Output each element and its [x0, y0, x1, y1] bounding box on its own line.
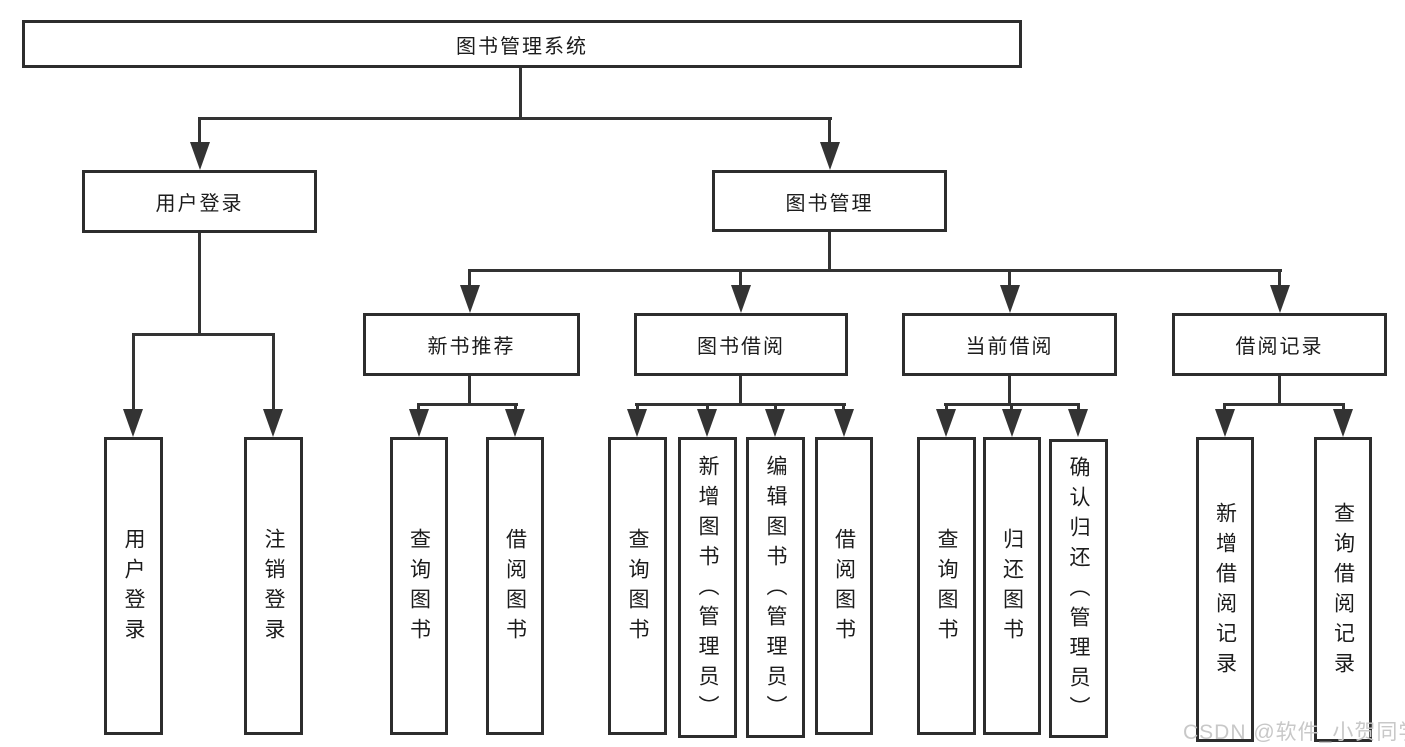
- node-label: 归还图书: [1000, 528, 1024, 648]
- node-label: 编辑图书（管理员）: [764, 454, 787, 725]
- node-borrowing-records: 借阅记录: [1172, 313, 1387, 376]
- node-label: 新增借阅记录: [1213, 501, 1237, 682]
- connector-line: [514, 403, 517, 413]
- node-new-book-recommendation: 新书推荐: [363, 313, 580, 376]
- node-label: 用户登录: [155, 193, 244, 215]
- node-label: 借阅图书: [503, 528, 527, 648]
- node-label: 借阅记录: [1235, 336, 1324, 358]
- leaf-borrow-books-borrow: 借阅图书: [815, 437, 873, 735]
- node-label: 借阅图书: [832, 528, 856, 648]
- node-library-management-system: 图书管理系统: [22, 20, 1022, 68]
- connector-line: [519, 68, 522, 119]
- connector-line: [842, 403, 845, 413]
- connector-line: [468, 269, 1282, 272]
- arrow-down-icon: [505, 409, 525, 437]
- connector-line: [1010, 403, 1013, 413]
- leaf-query-books-newbook: 查询图书: [390, 437, 448, 735]
- connector-line: [1077, 403, 1080, 413]
- arrow-down-icon: [834, 409, 854, 437]
- leaf-user-login: 用户登录: [104, 437, 163, 735]
- arrow-down-icon: [460, 285, 480, 313]
- connector-line: [1223, 403, 1345, 406]
- node-label: 当前借阅: [965, 336, 1054, 358]
- leaf-logout: 注销登录: [244, 437, 303, 735]
- arrow-down-icon: [820, 142, 840, 170]
- connector-line: [198, 117, 832, 120]
- connector-line: [739, 269, 742, 288]
- connector-line: [272, 333, 275, 412]
- connector-line: [1223, 403, 1226, 413]
- connector-line: [774, 403, 777, 413]
- node-book-management: 图书管理: [712, 170, 947, 232]
- csdn-watermark: CSDN @软件_小贺同学: [1183, 721, 1405, 744]
- node-label: 查询图书: [626, 528, 649, 648]
- connector-line: [1008, 269, 1011, 288]
- arrow-down-icon: [1000, 285, 1020, 313]
- node-user-login: 用户登录: [82, 170, 317, 233]
- arrow-down-icon: [123, 409, 143, 437]
- arrow-down-icon: [263, 409, 283, 437]
- node-label: 新书推荐: [427, 336, 516, 358]
- leaf-edit-books-admin: 编辑图书（管理员）: [746, 437, 805, 738]
- leaf-confirm-return-admin: 确认归还（管理员）: [1049, 439, 1108, 738]
- node-current-borrowing: 当前借阅: [902, 313, 1117, 376]
- connector-line: [635, 403, 846, 406]
- connector-line: [132, 333, 275, 336]
- node-label: 注销登录: [262, 528, 285, 648]
- arrow-down-icon: [697, 409, 717, 437]
- node-label: 查询图书: [935, 528, 958, 648]
- connector-line: [198, 117, 201, 145]
- connector-line: [468, 269, 471, 288]
- node-label: 用户登录: [122, 528, 145, 648]
- leaf-add-borrow-record: 新增借阅记录: [1196, 437, 1254, 742]
- arrow-down-icon: [409, 409, 429, 437]
- arrow-down-icon: [1002, 409, 1022, 437]
- connector-line: [1008, 376, 1011, 406]
- arrow-down-icon: [936, 409, 956, 437]
- node-label: 查询图书: [407, 528, 431, 648]
- leaf-return-books: 归还图书: [983, 437, 1041, 735]
- leaf-query-books-current: 查询图书: [917, 437, 976, 735]
- arrow-down-icon: [1333, 409, 1353, 437]
- arrow-down-icon: [1270, 285, 1290, 313]
- arrow-down-icon: [731, 285, 751, 313]
- connector-line: [636, 403, 639, 413]
- connector-line: [706, 403, 709, 413]
- arrow-down-icon: [1215, 409, 1235, 437]
- leaf-query-borrow-record: 查询借阅记录: [1314, 437, 1372, 742]
- node-label: 确认归还（管理员）: [1067, 455, 1090, 726]
- connector-line: [1342, 403, 1345, 413]
- connector-line: [417, 403, 518, 406]
- connector-line: [1278, 269, 1281, 288]
- connector-line: [468, 376, 471, 406]
- node-label: 查询借阅记录: [1331, 501, 1355, 682]
- connector-line: [945, 403, 948, 413]
- connector-line: [132, 333, 135, 412]
- node-book-borrowing: 图书借阅: [634, 313, 848, 376]
- connector-line: [198, 233, 201, 336]
- connector-line: [417, 403, 420, 413]
- connector-line: [828, 232, 831, 272]
- connector-line: [1278, 376, 1281, 406]
- node-label: 图书借阅: [697, 336, 785, 358]
- node-label: 图书管理系统: [456, 35, 588, 58]
- leaf-add-books-admin: 新增图书（管理员）: [678, 437, 737, 738]
- connector-line: [828, 117, 831, 145]
- arrow-down-icon: [765, 409, 785, 437]
- leaf-borrow-books-newbook: 借阅图书: [486, 437, 544, 735]
- arrow-down-icon: [627, 409, 647, 437]
- node-label: 图书管理: [785, 192, 874, 215]
- leaf-query-books-borrow: 查询图书: [608, 437, 667, 735]
- arrow-down-icon: [190, 142, 210, 170]
- connector-line: [739, 376, 742, 406]
- arrow-down-icon: [1068, 409, 1088, 437]
- node-label: 新增图书（管理员）: [696, 454, 719, 725]
